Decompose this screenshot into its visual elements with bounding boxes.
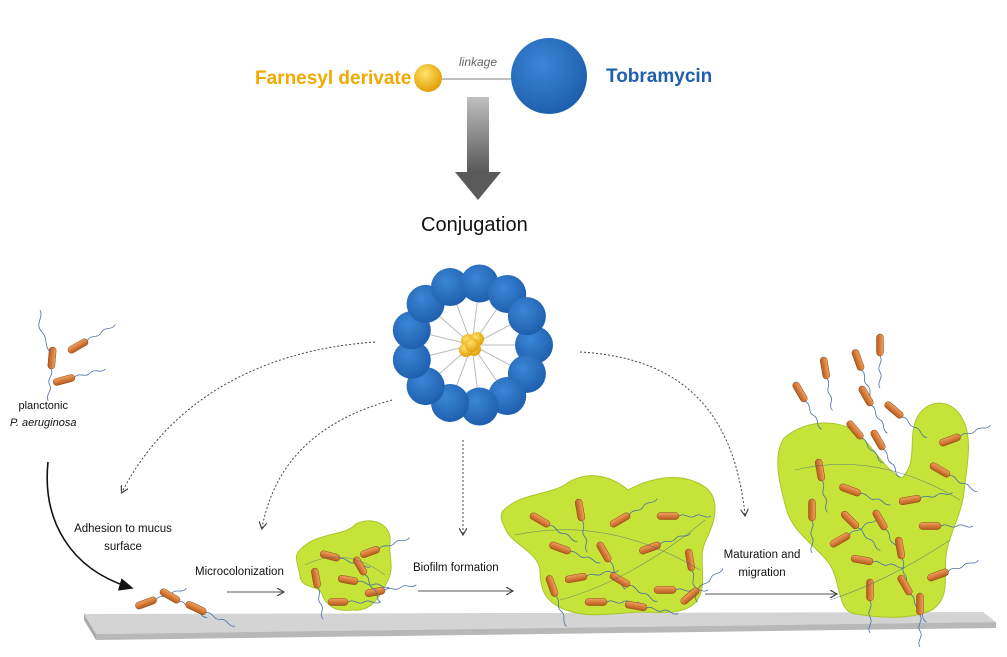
bacterium <box>939 425 991 447</box>
micelle-tobramycin-sphere <box>392 340 431 379</box>
farnesyl-sphere <box>414 64 442 92</box>
bacterium <box>929 462 978 492</box>
bacterium <box>866 578 874 634</box>
planktonic-bacteria <box>38 309 116 402</box>
micelle-farnesyl-core <box>465 338 479 352</box>
bacterium <box>846 420 883 464</box>
mature-biofilm-matrix <box>777 402 969 618</box>
micelle-tobramycin-sphere <box>460 387 499 426</box>
eps-fibre <box>304 556 386 576</box>
planktonic-to-surface-arrow <box>46 461 134 591</box>
biofilm-matrix <box>500 475 716 616</box>
tobramycin-label: Tobramycin <box>606 66 713 87</box>
adhesion-label: Adhesion to mucus surface <box>74 523 172 553</box>
dotted-arrow-maturation <box>579 351 745 515</box>
micelle-tobramycin-sphere <box>515 326 553 364</box>
bacterium <box>653 586 709 594</box>
bacterium <box>47 346 57 402</box>
bacterium <box>916 592 924 648</box>
bacterium <box>353 556 382 603</box>
bacterium <box>839 483 891 506</box>
eps-fibre <box>514 529 701 571</box>
mucus-surface <box>84 612 996 640</box>
bacterium <box>898 492 953 506</box>
bacterium <box>680 568 724 605</box>
bacterium <box>159 588 208 618</box>
bacteria-layer <box>135 333 991 648</box>
bacterium <box>808 498 816 554</box>
dotted-arrow-microcolonization <box>262 399 393 528</box>
bacterium <box>840 510 881 551</box>
bacterium <box>870 429 900 478</box>
bacterium <box>792 381 822 430</box>
bacterium <box>364 584 417 597</box>
bacterium <box>545 575 567 627</box>
bacterium <box>53 368 106 386</box>
planktonic-species: P. aeruginosa <box>10 417 77 429</box>
bacterium <box>829 518 878 548</box>
bacterium <box>564 570 619 584</box>
bacterium <box>311 567 324 620</box>
bacterium <box>185 601 236 627</box>
micelle-tobramycin-sphere <box>507 297 546 336</box>
bacterium <box>67 324 116 354</box>
bacterium <box>814 458 828 513</box>
bacterium <box>337 575 390 589</box>
planktonic-line1: planctonic <box>18 400 68 412</box>
bacterium <box>609 572 658 602</box>
bacterium <box>884 401 928 439</box>
bacterium <box>858 385 888 434</box>
bacterium <box>549 541 601 564</box>
bacterium <box>574 498 588 553</box>
bacterium <box>656 512 712 520</box>
bacterium <box>927 560 979 582</box>
bacterium <box>639 533 691 555</box>
conjugation-label: Conjugation <box>421 214 528 236</box>
microcolony-matrix <box>295 520 392 611</box>
farnesyl-label: Farnesyl derivate <box>255 68 412 89</box>
tobramycin-sphere <box>511 38 587 114</box>
bacterium <box>850 554 905 569</box>
micelle-tobramycin-sphere <box>431 268 470 307</box>
eps-fibre <box>829 539 951 601</box>
dotted-arrow-adhesion <box>122 341 376 492</box>
bacterium <box>624 600 679 615</box>
planktonic-label: planctonic P. aeruginosa <box>10 398 76 432</box>
bacterium <box>360 537 410 558</box>
bacterium <box>918 522 974 530</box>
bacterium <box>876 333 884 389</box>
eps-fibre <box>794 463 961 501</box>
conjugation-arrow <box>455 97 501 200</box>
bacterium <box>819 356 833 411</box>
maturation-label: Maturation and migration <box>723 549 801 579</box>
microcolonization-label: Microcolonization <box>195 566 284 578</box>
bacterium <box>327 598 381 606</box>
biofilm-formation-label: Biofilm formation <box>413 562 499 574</box>
bacterium <box>529 512 578 542</box>
bacterium <box>609 498 658 528</box>
eps-fibre <box>559 519 706 601</box>
micelle <box>392 264 553 426</box>
linkage-label: linkage <box>459 55 498 69</box>
